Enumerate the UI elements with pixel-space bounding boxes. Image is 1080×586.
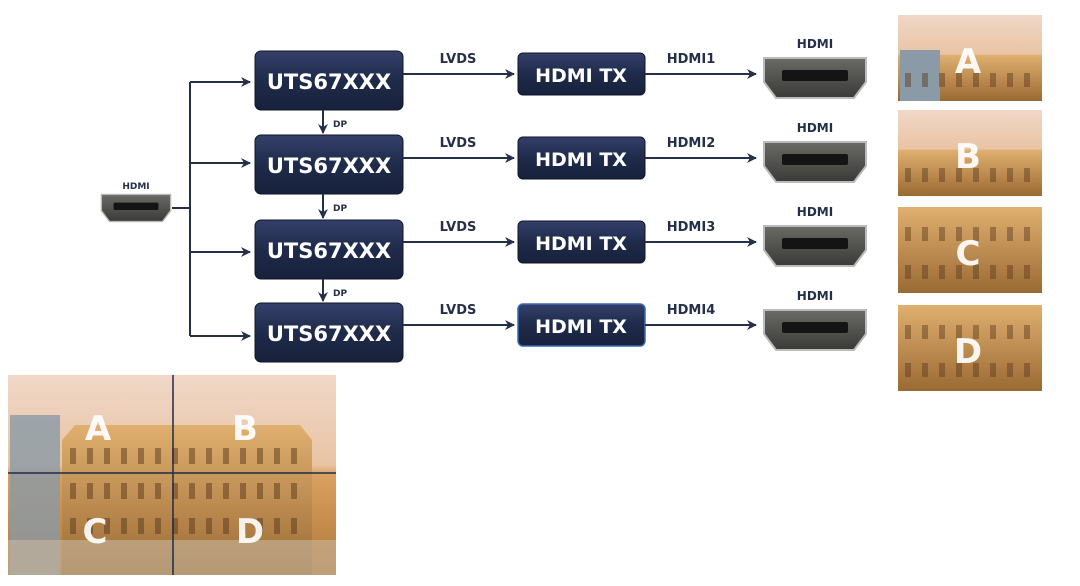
- hdmi-port-icon: [763, 141, 867, 183]
- quadrant-label: C: [83, 512, 108, 552]
- chip-label: UTS67XXX: [267, 322, 391, 346]
- source-hdmi-port-icon: [100, 193, 172, 223]
- output-port-label: HDMI: [797, 289, 833, 303]
- chip-label: UTS67XXX: [267, 154, 391, 178]
- hdmi-out-label: HDMI4: [667, 303, 716, 318]
- hdmi-port-icon: [763, 57, 867, 99]
- hdmi-tx-block: HDMI TX: [517, 52, 646, 96]
- hdmi-tx-block: HDMI TX: [517, 220, 646, 264]
- dp-label: DP: [333, 204, 347, 214]
- uts67xxx-chip: UTS67XXX: [254, 134, 404, 195]
- lvds-label: LVDS: [440, 136, 477, 151]
- dp-label: DP: [333, 120, 347, 130]
- hdmi-tx-label: HDMI TX: [535, 65, 627, 87]
- hdmi-tx-block: HDMI TX: [517, 303, 646, 347]
- chip-label: UTS67XXX: [267, 239, 391, 263]
- hdmi-tx-block: HDMI TX: [517, 136, 646, 180]
- chip-label: UTS67XXX: [267, 70, 391, 94]
- hdmi-tx-label: HDMI TX: [535, 233, 627, 255]
- output-port-label: HDMI: [797, 121, 833, 135]
- hdmi-tx-label: HDMI TX: [535, 316, 627, 338]
- dp-label: DP: [333, 289, 347, 299]
- tile-letter: A: [955, 42, 982, 82]
- full-source-image: A B C D: [8, 375, 336, 575]
- quadrant-label: D: [236, 512, 264, 552]
- hdmi-out-label: HDMI2: [667, 136, 716, 151]
- distribution-lines: [172, 77, 251, 341]
- lvds-label: LVDS: [440, 52, 477, 67]
- hdmi-out-label: HDMI1: [667, 52, 716, 67]
- lvds-label: LVDS: [440, 303, 477, 318]
- display-tile-image: A: [898, 15, 1042, 101]
- hdmi-out-label: HDMI3: [667, 220, 716, 235]
- uts67xxx-chip: UTS67XXX: [254, 302, 404, 363]
- output-port-label: HDMI: [797, 37, 833, 51]
- source-hdmi-label: HDMI: [122, 182, 149, 192]
- output-port-label: HDMI: [797, 205, 833, 219]
- quadrant-label: B: [232, 409, 258, 449]
- tile-letter: B: [955, 137, 981, 177]
- channel-row: UTS67XXX LVDS HDMI TX HDMI4 HDMI D: [254, 289, 1042, 391]
- display-tile-image: B: [898, 110, 1042, 196]
- tile-letter: C: [956, 234, 981, 274]
- hdmi-port-icon: [763, 309, 867, 351]
- display-tile-image: D: [898, 305, 1042, 391]
- quadrant-label: A: [85, 409, 112, 449]
- hdmi-tx-label: HDMI TX: [535, 149, 627, 171]
- lvds-label: LVDS: [440, 220, 477, 235]
- tile-letter: D: [954, 332, 982, 372]
- uts67xxx-chip: UTS67XXX: [254, 50, 404, 111]
- uts67xxx-chip: UTS67XXX: [254, 219, 404, 280]
- display-tile-image: C: [898, 207, 1042, 293]
- hdmi-port-icon: [763, 225, 867, 267]
